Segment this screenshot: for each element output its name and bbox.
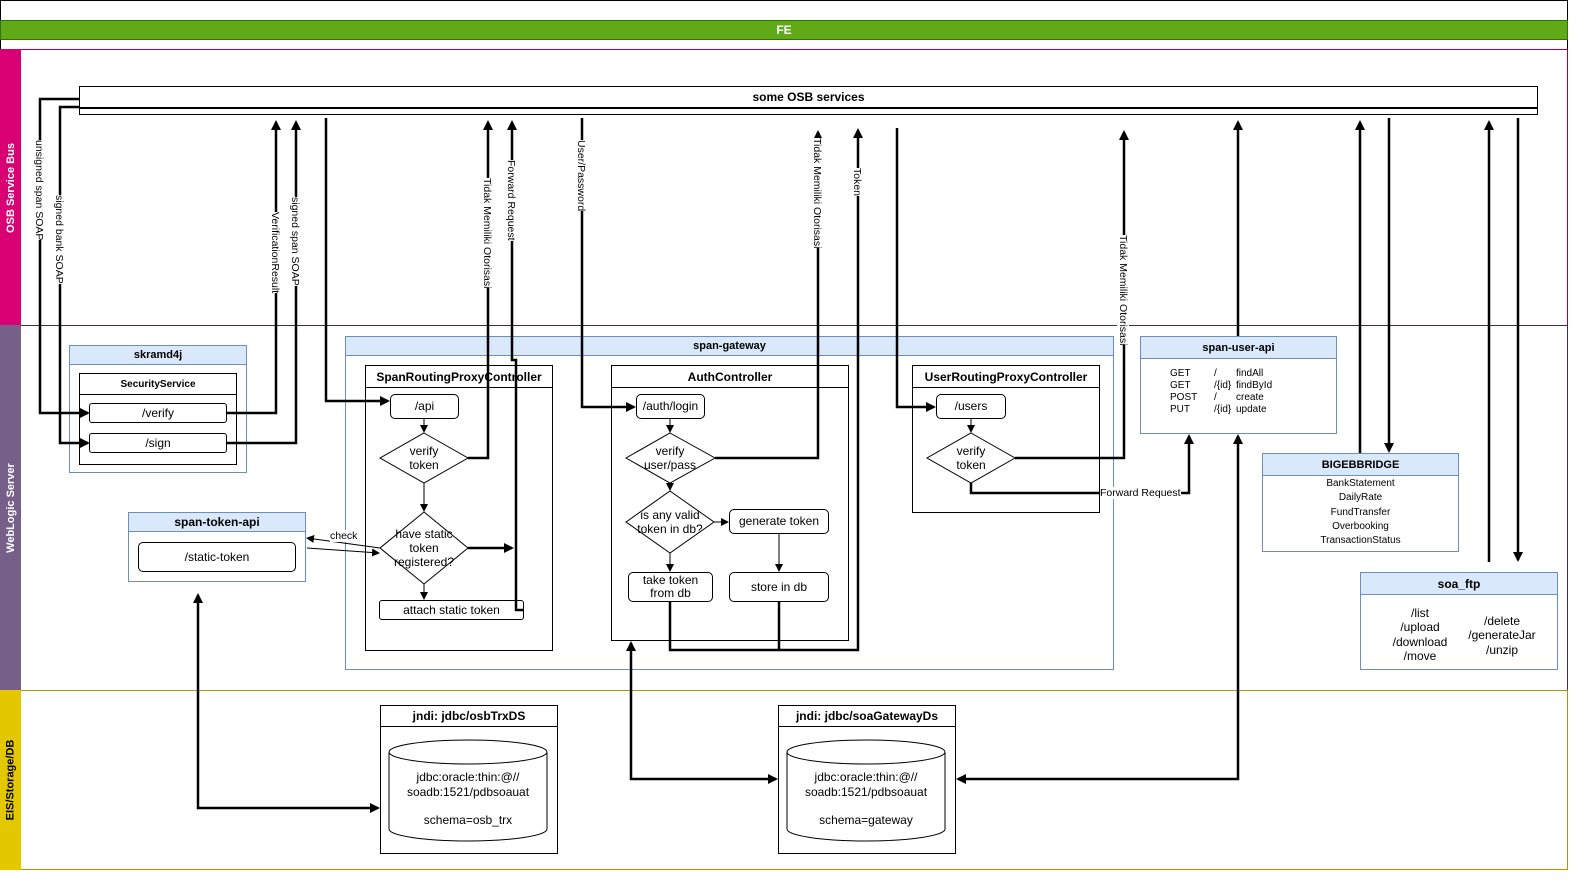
user-routing-controller-title: UserRoutingProxyController xyxy=(913,366,1099,388)
db-soagateway-cylinder xyxy=(786,739,946,842)
soa-ftp-title: soa_ftp xyxy=(1361,573,1557,595)
user-verify-token-label: verify token xyxy=(956,444,986,472)
soa-ftp-op[interactable]: /upload xyxy=(1400,620,1440,635)
generate-token-step: generate token xyxy=(729,509,829,534)
attach-static-token-step: attach static token xyxy=(379,600,524,620)
edge-label-forward-request-h: Forward Request xyxy=(1100,487,1181,499)
user-api-path: / xyxy=(1214,392,1217,403)
soa-ftp-op[interactable]: /delete xyxy=(1483,614,1521,628)
span-gateway-title: span-gateway xyxy=(346,337,1113,356)
take-token-step: take token from db xyxy=(628,572,713,602)
api-endpoint[interactable]: /api xyxy=(390,394,459,419)
soa-ftp-op[interactable]: /unzip xyxy=(1485,642,1519,657)
edge-label-forward-request-v: Forward Request xyxy=(505,160,517,241)
edge-label-signed-span: signed span SOAP xyxy=(289,197,301,286)
user-api-method: POST xyxy=(1170,392,1198,403)
soa-ftp-op[interactable]: /move xyxy=(1403,648,1437,663)
soa-ftp-op[interactable]: /download xyxy=(1392,634,1448,649)
edge-label-user-password: User/Password xyxy=(575,140,587,212)
users-endpoint[interactable]: /users xyxy=(936,394,1006,419)
osb-services-bar[interactable]: some OSB services xyxy=(79,86,1538,108)
soa-ftp-container: soa_ftp /list /upload /download /move /d… xyxy=(1360,572,1558,670)
user-api-operation: findById xyxy=(1236,380,1273,391)
edge-label-verification-result: VerificationResult xyxy=(269,212,281,294)
user-api-method: PUT xyxy=(1170,404,1190,415)
user-api-operation: update xyxy=(1236,404,1267,415)
any-valid-token-label: is any valid token in db? xyxy=(637,508,703,536)
span-routing-controller-title: SpanRoutingProxyController xyxy=(366,366,552,388)
edge-label-check: check xyxy=(330,530,358,542)
osb-services-bar-strip xyxy=(79,108,1538,115)
fe-lane: FE xyxy=(0,20,1568,40)
static-token-endpoint[interactable]: /static-token xyxy=(138,542,296,572)
fe-lane-label: FE xyxy=(776,23,792,37)
db-osbtrx-text: jdbc:oracle:thin:@// soadb:1521/pdbsoaua… xyxy=(406,770,530,828)
user-api-path: / xyxy=(1214,368,1217,379)
weblogic-lane-header: WebLogic Server xyxy=(0,325,21,691)
user-api-method: GET xyxy=(1170,380,1191,391)
user-api-operation: findAll xyxy=(1236,368,1264,379)
main-connectors xyxy=(38,97,1523,813)
eis-lane xyxy=(0,690,1568,870)
edge-label-signed-bank: signed bank SOAP xyxy=(53,195,65,284)
db-osbtrx-title: jndi: jdbc/osbTrxDS xyxy=(381,706,557,727)
internal-flow-arrows xyxy=(306,419,975,600)
eis-lane-header: EIS/Storage/DB xyxy=(0,690,21,870)
auth-controller-title: AuthController xyxy=(612,366,848,388)
verify-endpoint[interactable]: /verify xyxy=(89,403,227,423)
user-api-method: GET xyxy=(1170,368,1191,379)
edge-label-tidak-3: Tidak Memiliki Otorisasi xyxy=(1117,235,1129,346)
span-user-api-container: span-user-api xyxy=(1140,336,1337,434)
osb-lane-header: OSB Service Bus xyxy=(0,49,21,326)
soa-ftp-right-ops: /delete /generateJar /unzip xyxy=(1461,614,1543,657)
db-soagateway-title: jndi: jdbc/soaGatewayDs xyxy=(779,706,955,727)
db-soagateway-text: jdbc:oracle:thin:@// soadb:1521/pdbsoaua… xyxy=(804,770,928,828)
user-api-row[interactable]: POST / create xyxy=(1170,392,1310,404)
verify-token-label: verify token xyxy=(409,444,439,472)
user-api-path: /{id} xyxy=(1214,380,1232,391)
bigebbridge-title: BIGEBBRIDGE xyxy=(1263,454,1458,476)
edge-label-tidak-1: Tidak Memiliki Otorisasi xyxy=(481,178,493,289)
span-token-api-title: span-token-api xyxy=(129,513,305,532)
bigebbridge-item[interactable]: TransactionStatus xyxy=(1320,535,1401,547)
security-service-title: SecurityService xyxy=(80,374,236,395)
bigebbridge-item[interactable]: BankStatement xyxy=(1326,478,1395,489)
skramd4j-title: skramd4j xyxy=(70,346,246,365)
bigebbridge-item[interactable]: FundTransfer xyxy=(1330,506,1391,518)
bigebbridge-container: BIGEBBRIDGE BankStatement DailyRate Fund… xyxy=(1262,453,1459,552)
edge-label-token: Token xyxy=(851,168,863,197)
auth-login-endpoint[interactable]: /auth/login xyxy=(636,394,705,419)
user-api-row[interactable]: PUT /{id} update xyxy=(1170,404,1310,416)
osb-services-label: some OSB services xyxy=(752,90,865,104)
edge-label-unsigned-span: unsigned span SOAP xyxy=(33,140,45,241)
bigebbridge-item[interactable]: Overbooking xyxy=(1332,520,1389,532)
user-api-row[interactable]: GET / findAll xyxy=(1170,368,1310,380)
user-api-row[interactable]: GET /{id} findById xyxy=(1170,380,1310,392)
user-api-operation: create xyxy=(1236,392,1264,403)
bigebbridge-items: BankStatement DailyRate FundTransfer Ove… xyxy=(1263,476,1458,548)
soa-ftp-op[interactable]: /list xyxy=(1411,606,1429,620)
have-static-token-label: have static token registered? xyxy=(393,527,455,569)
edge-label-tidak-2: Tidak Memiliki Otorisasi xyxy=(811,138,823,249)
db-osbtrx-cylinder xyxy=(388,739,548,842)
soa-ftp-left-ops: /list /upload /download /move xyxy=(1381,606,1459,663)
soa-ftp-op[interactable]: /generateJar xyxy=(1468,628,1536,643)
span-user-api-title: span-user-api xyxy=(1141,337,1336,359)
store-in-db-step: store in db xyxy=(729,572,829,602)
bigebbridge-item[interactable]: DailyRate xyxy=(1338,492,1383,504)
user-api-path: /{id} xyxy=(1214,404,1232,415)
verify-userpass-label: verify user/pass xyxy=(643,444,697,472)
